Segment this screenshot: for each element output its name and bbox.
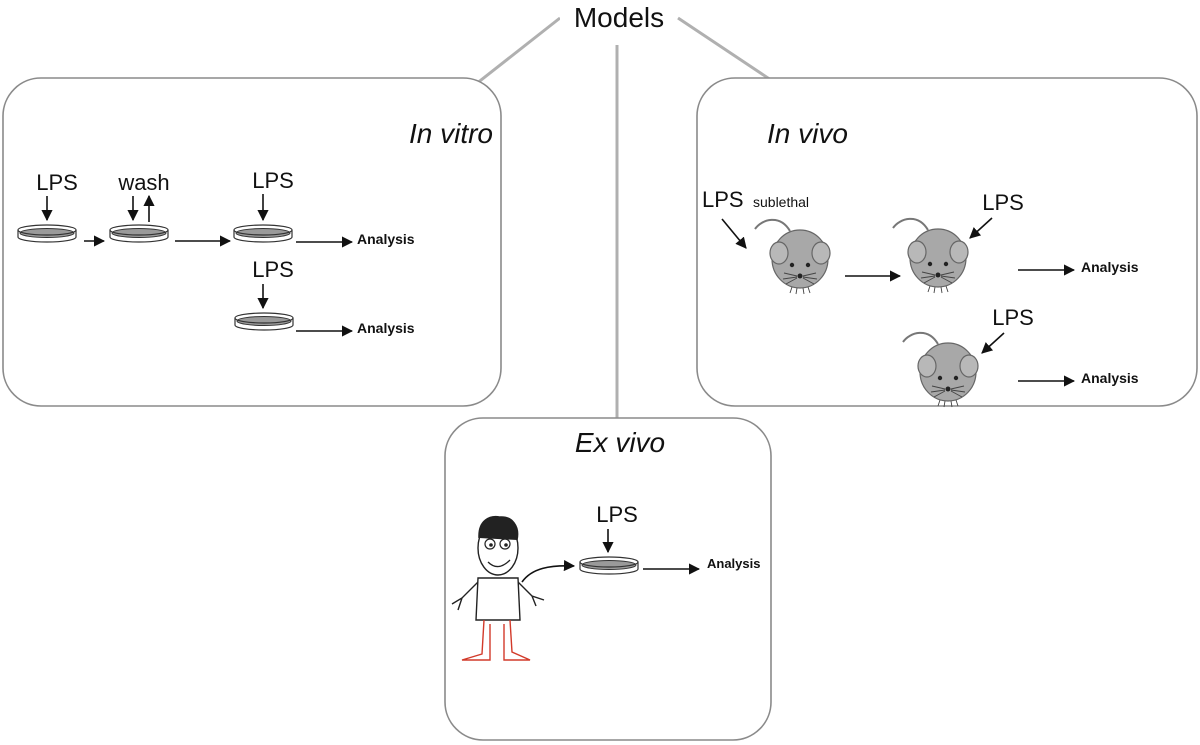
arrow-icon — [969, 217, 993, 239]
analysis-label: Analysis — [1081, 259, 1139, 275]
panel-in-vivo: In vivo LPS sublethal LPS Analysis LPS A… — [696, 77, 1198, 408]
lps-label: LPS — [702, 187, 744, 212]
sublethal-label: sublethal — [753, 194, 809, 210]
panel-title-ex-vivo: Ex vivo — [575, 427, 665, 458]
lps-label: LPS — [252, 168, 294, 193]
analysis-label: Analysis — [1081, 370, 1139, 386]
panel-ex-vivo: Ex vivo LPS Analysis — [444, 417, 772, 741]
lps-label: LPS — [992, 305, 1034, 330]
wash-label: wash — [117, 170, 169, 195]
panel-title-in-vitro: In vitro — [409, 118, 493, 149]
lps-label: LPS — [252, 257, 294, 282]
arrow-icon — [521, 559, 576, 583]
panel-in-vitro: In vitro LPS wash LPS Analysis LPS Analy… — [2, 77, 502, 407]
analysis-label: Analysis — [707, 556, 760, 571]
lps-label: LPS — [36, 170, 78, 195]
lps-label: LPS — [982, 190, 1024, 215]
person-icon — [451, 515, 545, 661]
arrow-icon — [721, 218, 747, 249]
lps-label: LPS — [596, 502, 638, 527]
panel-title-in-vivo: In vivo — [767, 118, 848, 149]
root-label: Models — [574, 2, 664, 33]
analysis-label: Analysis — [357, 320, 415, 336]
arrow-icon — [981, 332, 1005, 354]
analysis-label: Analysis — [357, 231, 415, 247]
